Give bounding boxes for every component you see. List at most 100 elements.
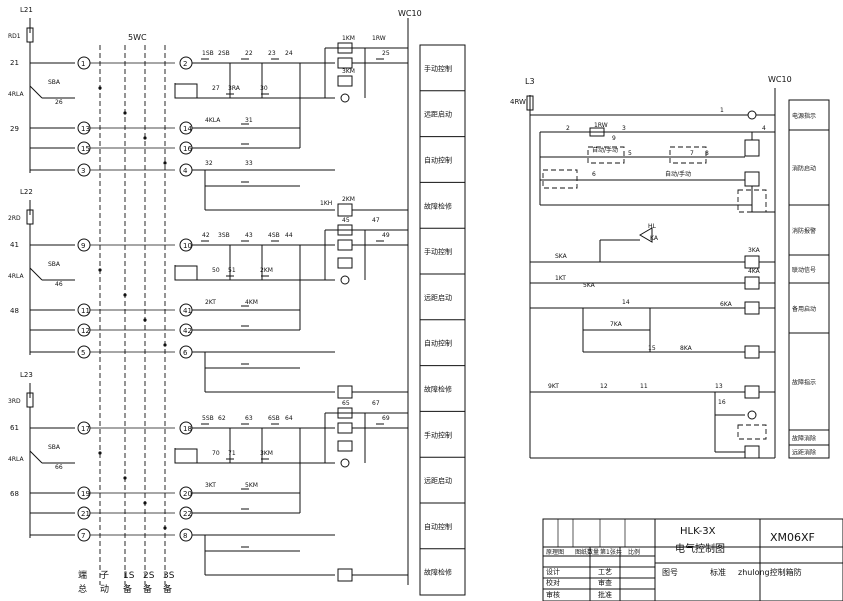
wire-label: 3 xyxy=(622,125,626,132)
tb-label-0: 原理图 xyxy=(546,549,564,556)
wire-label: 7 xyxy=(690,150,694,157)
bus-label: 4RLA xyxy=(8,91,24,98)
terminal-node: 42 xyxy=(183,327,192,335)
wire-label: 1RW xyxy=(372,35,386,42)
column-label: 动 xyxy=(100,584,109,595)
wire-label: 12 xyxy=(600,383,608,390)
tb-value-1: 审查 xyxy=(598,578,612,587)
wire-label: 1RW xyxy=(594,122,608,129)
wire-label: 2KM xyxy=(260,267,273,274)
wire-label: 67 xyxy=(372,400,380,407)
column-label: 3S xyxy=(163,571,175,581)
wire-label: KA xyxy=(650,235,659,242)
wire-label: 9KT xyxy=(548,383,559,390)
column-label: 1S xyxy=(123,571,135,581)
right-bus-wc10: WC10 xyxy=(768,75,792,84)
panel-label: 远距消除 xyxy=(792,449,816,457)
column-label: 2S xyxy=(143,571,155,581)
wire-label: SKA xyxy=(555,253,568,260)
tb-label-1: 图纸数量 xyxy=(575,548,599,556)
panel-label: 远距启动 xyxy=(424,476,452,485)
panel-label: 手动控制 xyxy=(424,247,452,256)
wire-label: 4 xyxy=(762,125,766,132)
wire-label: 9 xyxy=(612,135,616,142)
wire-label: 49 xyxy=(382,232,390,239)
wire-label: 4SB xyxy=(268,232,280,239)
terminal-node: 17 xyxy=(81,425,90,433)
wire-label: 1 xyxy=(720,107,724,114)
panel-label: 自动控制 xyxy=(424,522,452,531)
bus-label: 26 xyxy=(55,99,63,106)
wire-label: 31 xyxy=(245,117,253,124)
wire-label: 32 xyxy=(205,160,213,167)
left-function-panels: 手动控制远距启动自动控制故障检修手动控制远距启动自动控制故障检修手动控制远距启动… xyxy=(419,44,466,596)
terminal-node: 8 xyxy=(183,532,187,540)
wire-label: 5KA xyxy=(583,282,596,289)
panel-label: 消防报警 xyxy=(792,227,816,235)
wire-label: 14 xyxy=(622,299,630,306)
dashed-box-label: 自动/手动 xyxy=(592,146,618,154)
wire-label: 2KT xyxy=(205,299,216,306)
bus-label: 48 xyxy=(10,307,19,315)
bus-label: 68 xyxy=(10,490,19,498)
terminal-node: 6 xyxy=(183,349,188,357)
wire-label: 64 xyxy=(285,415,293,422)
right-bus-4rw: 4RW xyxy=(510,98,526,106)
terminal-columns: 5WC xyxy=(99,33,166,585)
panel-label: 备用启动 xyxy=(792,305,816,313)
column-label: 备 xyxy=(163,583,172,595)
tb-value-0: 工艺 xyxy=(598,568,612,576)
wire-label: 1KT xyxy=(555,275,566,282)
wire-label: 51 xyxy=(228,267,236,274)
wire-label: 27 xyxy=(212,85,220,92)
bus-label: 61 xyxy=(10,424,19,432)
wire-label: 3KT xyxy=(205,482,216,489)
column-top-label: 5WC xyxy=(128,33,147,42)
wire-label: 30 xyxy=(260,85,268,92)
tb-footer-0: 图号 xyxy=(662,568,678,577)
terminal-node: 10 xyxy=(183,242,192,250)
wire-label: 16 xyxy=(718,399,726,406)
wire-label: 69 xyxy=(382,415,390,422)
terminal-node: 41 xyxy=(183,307,192,315)
bus-label: 29 xyxy=(10,125,19,133)
wire-label: SBA xyxy=(48,261,61,268)
wire-label: 42 xyxy=(202,232,210,239)
wire-label: 8KA xyxy=(680,345,693,352)
drawing-number: XM06XF xyxy=(770,531,815,544)
column-label: 备 xyxy=(143,583,152,595)
wire-label: 4KLA xyxy=(205,117,221,124)
wire-label: 22 xyxy=(245,50,253,57)
wire-label: 63 xyxy=(245,415,253,422)
bus-label: 46 xyxy=(55,281,63,288)
wire-label: 15 xyxy=(648,345,656,352)
wire-label: 6SB xyxy=(268,415,280,422)
wire-label: 1SB xyxy=(202,50,214,57)
tb-role-0: 设计 xyxy=(546,567,560,576)
column-label: 总 xyxy=(78,583,87,595)
tb-role-1: 校对 xyxy=(546,578,560,587)
terminal-node: 13 xyxy=(81,125,90,133)
drawing-title: 电气控制图 xyxy=(675,542,725,555)
bus-label: 2RD xyxy=(8,215,21,222)
right-schematic: L3 4RW WC10 xyxy=(510,75,792,459)
wire-label: 4KM xyxy=(245,299,258,306)
tb-label-3: 比例 xyxy=(628,548,640,556)
tb-label-2: 第1张共 xyxy=(600,548,622,556)
panel-label: 手动控制 xyxy=(424,430,452,439)
wire-label: 13 xyxy=(715,383,723,390)
terminal-node: 2 xyxy=(183,60,187,68)
wire-label: 33 xyxy=(245,160,253,167)
terminal-node: 9 xyxy=(81,242,85,250)
wire-label: 1KM xyxy=(342,35,355,42)
wire-label: 62 xyxy=(218,415,226,422)
dashed-box-label: 自动/手动 xyxy=(665,170,691,178)
wire-label: 3RA xyxy=(228,85,241,92)
panel-label: 故障检修 xyxy=(424,385,452,394)
